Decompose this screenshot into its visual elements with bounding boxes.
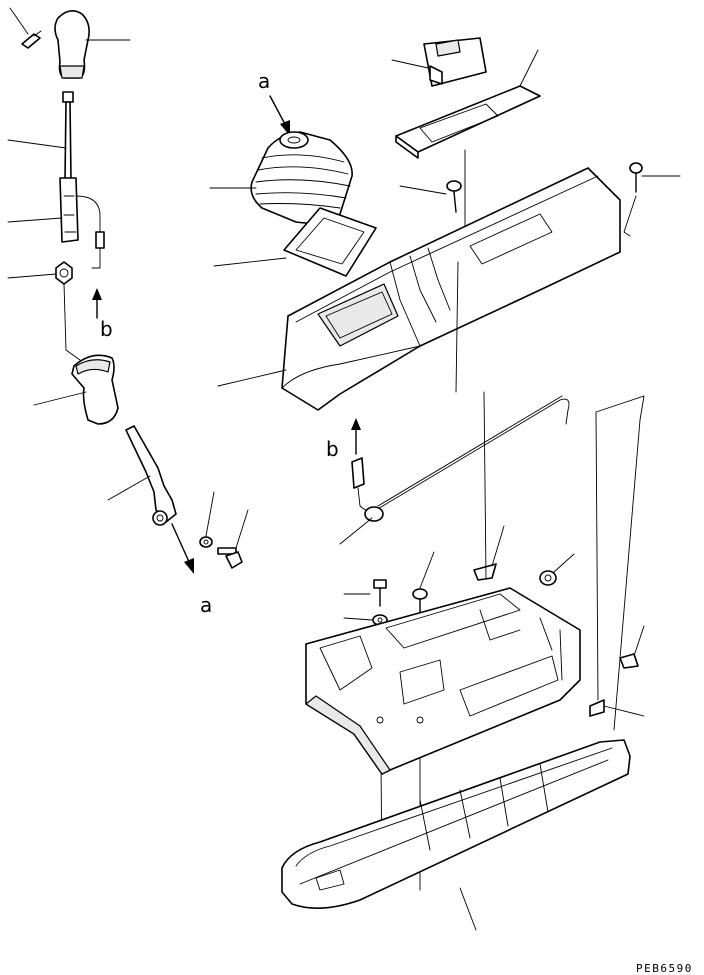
lever-knob-part — [54, 10, 131, 79]
switch-plate-part — [395, 49, 541, 279]
ref-label-b-upper: b — [100, 317, 113, 341]
clip-part-a — [473, 391, 505, 581]
arrow-b-lower: b — [326, 418, 361, 461]
bolt-part-center — [343, 579, 387, 607]
boot-frame-part — [213, 207, 377, 277]
lever-rod-part — [7, 91, 105, 269]
screw-part-center — [399, 180, 462, 213]
nut-part — [7, 261, 73, 285]
cable-part — [339, 395, 570, 545]
arrow-a-lower: a — [171, 523, 212, 617]
bracket-frame-part — [305, 587, 581, 775]
rubber-boot-part — [209, 131, 353, 224]
base-tray-part — [281, 739, 631, 931]
ref-label-a-lower: a — [200, 593, 212, 617]
small-screw-part — [9, 7, 42, 49]
bolt-part-right — [619, 625, 645, 669]
clip-part-c — [589, 395, 645, 731]
console-cover-part — [217, 167, 621, 411]
lever-boot-part — [33, 283, 119, 425]
switch-part — [391, 37, 487, 87]
arrow-a-upper: a — [258, 69, 290, 136]
drawing-code: PEB6590 — [636, 962, 693, 975]
ref-label-b-lower: b — [326, 437, 339, 461]
bolt-part-left — [217, 509, 249, 569]
screw-part-right — [623, 162, 681, 237]
shift-lever-part — [107, 425, 177, 526]
ref-label-a-upper: a — [258, 69, 270, 93]
arrow-b-upper: b — [92, 288, 113, 341]
clip-part-b — [539, 553, 575, 586]
washer-part — [199, 491, 215, 548]
